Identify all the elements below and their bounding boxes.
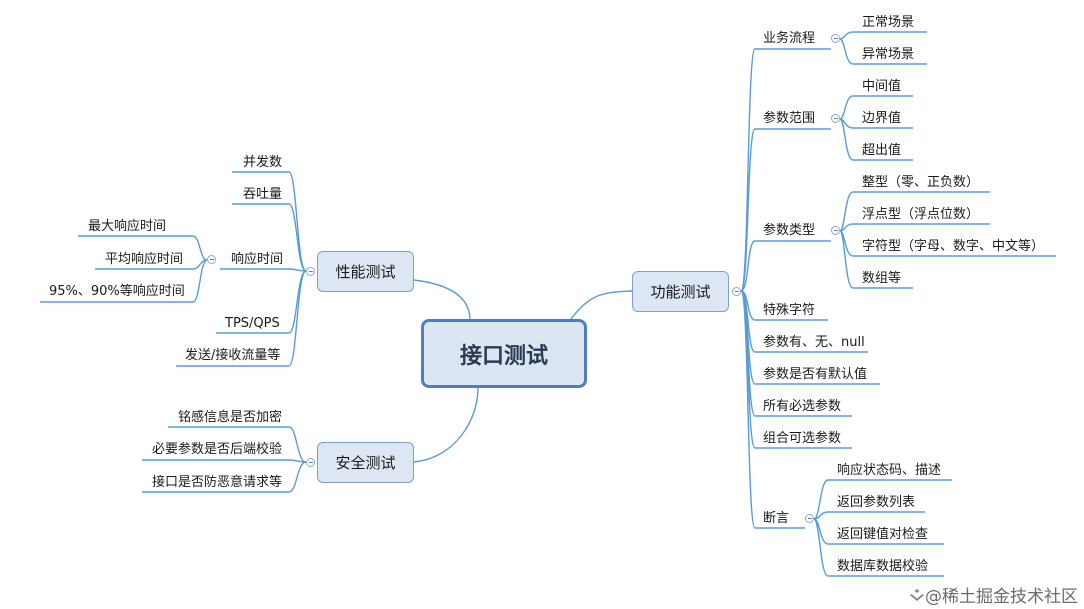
assert-status[interactable]: 响应状态码、描述: [837, 463, 942, 478]
performance-branch: [288, 171, 307, 272]
rt-avg[interactable]: 平均响应时间: [105, 252, 184, 267]
juejin-logo-icon: [910, 589, 924, 601]
perf-concurrency[interactable]: 并发数: [243, 155, 283, 170]
perf-traffic[interactable]: 发送/接收流量等: [185, 348, 281, 363]
type-integer[interactable]: 整型（零、正负数）: [862, 175, 980, 190]
performance-branch: [288, 270, 307, 334]
range-middle[interactable]: 中间值: [862, 79, 902, 94]
assert-key-value[interactable]: 返回键值对检查: [837, 527, 929, 542]
assertion-branch: [813, 518, 829, 577]
param-type-branch: [839, 191, 854, 232]
type-array[interactable]: 数组等: [862, 271, 902, 286]
collapse-response-time-icon[interactable]: [207, 255, 216, 264]
param-range-branch: [839, 95, 854, 120]
func-param-default[interactable]: 参数是否有默认值: [763, 367, 868, 382]
response-time-branch: [192, 235, 208, 261]
watermark: @稀土掘金技术社区: [909, 582, 1078, 607]
func-assertion[interactable]: 断言: [763, 511, 790, 526]
functional-test-node[interactable]: 功能测试: [632, 271, 729, 312]
root-node[interactable]: 接口测试: [421, 319, 587, 388]
sec-backend-validation[interactable]: 必要参数是否后端校验: [152, 442, 283, 457]
collapse-business-flow-icon[interactable]: [831, 34, 840, 43]
root-to-functional: [569, 290, 633, 321]
performance-branch: [288, 270, 307, 367]
root-to-security: [413, 387, 479, 463]
assert-db-check[interactable]: 数据库数据校验: [837, 559, 929, 574]
collapse-param-range-icon[interactable]: [831, 114, 840, 123]
type-string[interactable]: 字符型（字母、数字、中文等）: [862, 239, 1045, 254]
assert-params-list[interactable]: 返回参数列表: [837, 495, 916, 510]
functional-branch: [740, 48, 756, 292]
func-param-presence[interactable]: 参数有、无、null: [763, 335, 865, 350]
func-param-range[interactable]: 参数范围: [763, 111, 816, 126]
perf-response-time[interactable]: 响应时间: [231, 252, 284, 267]
root-to-performance: [413, 279, 471, 321]
security-branch: [288, 461, 307, 493]
sec-encryption[interactable]: 铭感信息是否加密: [178, 410, 283, 425]
business-flow-branch: [839, 31, 854, 40]
param-type-branch: [839, 230, 854, 289]
collapse-param-type-icon[interactable]: [831, 226, 840, 235]
sec-anti-malicious[interactable]: 接口是否防恶意请求等: [152, 475, 283, 490]
performance-branch: [288, 203, 307, 272]
collapse-functional-icon[interactable]: [732, 287, 741, 296]
range-boundary[interactable]: 边界值: [862, 111, 902, 126]
performance-branch: [288, 268, 307, 272]
func-business-flow[interactable]: 业务流程: [763, 31, 816, 46]
response-time-branch: [192, 259, 208, 303]
performance-test-node[interactable]: 性能测试: [317, 251, 414, 292]
collapse-security-icon[interactable]: [306, 458, 315, 467]
type-float[interactable]: 浮点型（浮点位数）: [862, 207, 980, 222]
functional-branch: [740, 290, 756, 529]
range-exceed[interactable]: 超出值: [862, 143, 902, 158]
rt-max[interactable]: 最大响应时间: [88, 219, 167, 234]
security-branch: [288, 426, 307, 463]
func-param-type[interactable]: 参数类型: [763, 223, 816, 238]
security-test-node[interactable]: 安全测试: [317, 442, 414, 483]
rt-percentile[interactable]: 95%、90%等响应时间: [49, 284, 185, 299]
func-optional-params[interactable]: 组合可选参数: [763, 431, 842, 446]
functional-branch: [740, 128, 756, 292]
func-special-chars[interactable]: 特殊字符: [763, 303, 816, 318]
business-flow-branch: [839, 38, 854, 65]
functional-branch: [740, 240, 756, 292]
assertion-branch: [813, 479, 829, 520]
perf-throughput[interactable]: 吞吐量: [243, 187, 283, 202]
flow-abnormal[interactable]: 异常场景: [862, 47, 915, 62]
collapse-performance-icon[interactable]: [306, 267, 315, 276]
func-required-params[interactable]: 所有必选参数: [763, 399, 842, 414]
watermark-text: @稀土掘金技术社区: [925, 587, 1078, 607]
param-range-branch: [839, 118, 854, 161]
collapse-assertion-icon[interactable]: [805, 514, 814, 523]
flow-normal[interactable]: 正常场景: [862, 15, 915, 30]
perf-tps-qps[interactable]: TPS/QPS: [225, 316, 280, 331]
